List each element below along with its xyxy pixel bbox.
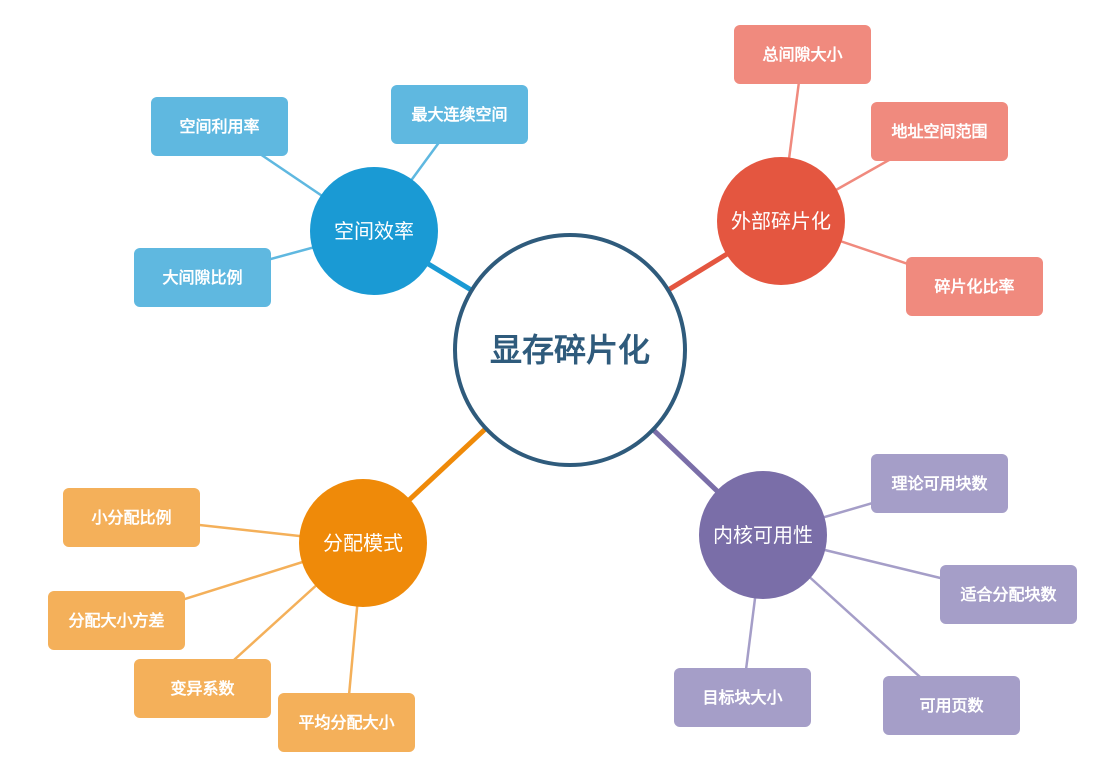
leaf-node[interactable]: 目标块大小 — [674, 668, 811, 727]
leaf-label: 平均分配大小 — [298, 713, 394, 732]
leaf-node[interactable]: 适合分配块数 — [940, 565, 1077, 624]
leaf-label: 小分配比例 — [91, 508, 171, 527]
leaf-box — [906, 257, 1043, 316]
leaf-box — [734, 25, 871, 84]
leaf-box — [871, 102, 1008, 161]
leaf-box — [134, 248, 271, 307]
root-label: 显存碎片化 — [490, 331, 650, 369]
leaf-box — [940, 565, 1077, 624]
root-node[interactable]: 显存碎片化 — [453, 233, 687, 467]
branch-node[interactable]: 内核可用性 — [699, 471, 827, 599]
leaf-box — [278, 693, 415, 752]
branch-node[interactable]: 外部碎片化 — [717, 157, 845, 285]
branch-circle — [699, 471, 827, 599]
leaf-node[interactable]: 小分配比例 — [63, 488, 200, 547]
leaf-box — [151, 97, 288, 156]
leaf-label: 适合分配块数 — [960, 585, 1057, 604]
branch-label: 分配模式 — [323, 531, 403, 555]
leaf-node[interactable]: 地址空间范围 — [871, 102, 1008, 161]
leaf-box — [674, 668, 811, 727]
leaf-node[interactable]: 变异系数 — [134, 659, 271, 718]
leaf-node[interactable]: 理论可用块数 — [871, 454, 1008, 513]
branch-label: 外部碎片化 — [731, 209, 831, 233]
leaf-label: 空间利用率 — [179, 117, 259, 136]
leaf-label: 可用页数 — [919, 696, 984, 715]
leaf-node[interactable]: 大间隙比例 — [134, 248, 271, 307]
branch-circle — [310, 167, 438, 295]
leaf-node[interactable]: 最大连续空间 — [391, 85, 528, 144]
leaf-box — [48, 591, 185, 650]
branch-circle — [299, 479, 427, 607]
branch-circle — [717, 157, 845, 285]
leaf-label: 碎片化比率 — [934, 277, 1014, 296]
leaf-label: 分配大小方差 — [68, 611, 164, 630]
leaf-label: 理论可用块数 — [891, 474, 988, 493]
leaf-node[interactable]: 碎片化比率 — [906, 257, 1043, 316]
leaf-box — [391, 85, 528, 144]
leaf-box — [871, 454, 1008, 513]
branch-node[interactable]: 空间效率 — [310, 167, 438, 295]
leaf-label: 变异系数 — [170, 679, 235, 698]
leaf-label: 大间隙比例 — [162, 268, 242, 287]
leaf-label: 总间隙大小 — [762, 45, 842, 64]
leaf-node[interactable]: 可用页数 — [883, 676, 1020, 735]
branch-label: 内核可用性 — [713, 523, 813, 547]
leaf-box — [883, 676, 1020, 735]
leaf-label: 目标块大小 — [702, 688, 782, 707]
branch-label: 空间效率 — [334, 219, 414, 243]
branch-node[interactable]: 分配模式 — [299, 479, 427, 607]
leaf-label: 最大连续空间 — [411, 105, 507, 124]
leaf-box — [134, 659, 271, 718]
leaf-node[interactable]: 分配大小方差 — [48, 591, 185, 650]
leaf-box — [63, 488, 200, 547]
root-circle — [453, 233, 687, 467]
leaf-node[interactable]: 总间隙大小 — [734, 25, 871, 84]
leaf-node[interactable]: 空间利用率 — [151, 97, 288, 156]
leaf-node[interactable]: 平均分配大小 — [278, 693, 415, 752]
leaf-label: 地址空间范围 — [891, 122, 987, 141]
